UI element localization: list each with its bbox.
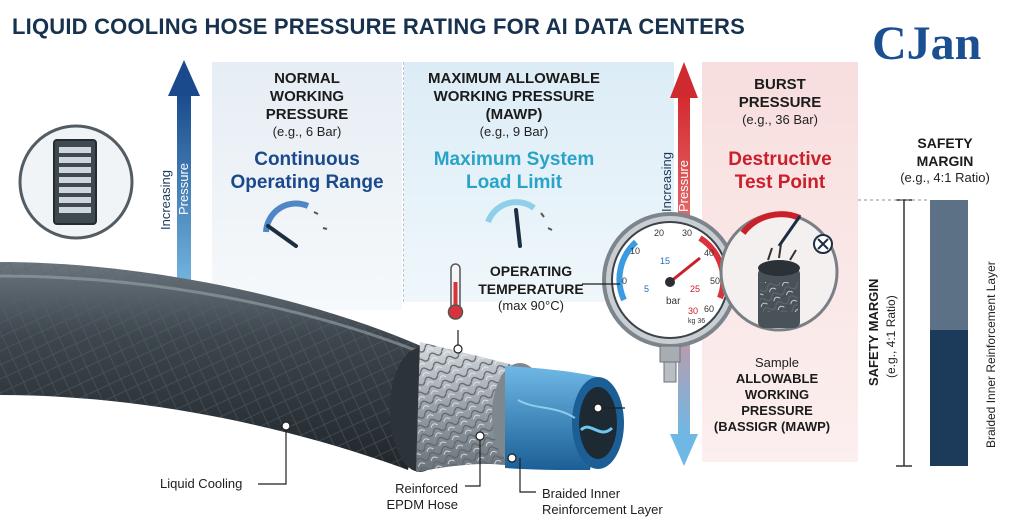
normal-example: (e.g., 6 Bar): [272, 124, 342, 139]
braid-label-1: Braided Inner: [542, 486, 621, 501]
gauge-face-labels: 0 10 20 30 40 50 60 5 15 25 30 bar kg 36: [604, 214, 736, 346]
pressure-gauge-icon: [602, 212, 738, 383]
gauge-tick-10: 10: [630, 246, 641, 256]
liquid-cooling-label: Liquid Cooling: [160, 476, 243, 491]
normal-desc-1: Continuous: [254, 149, 360, 170]
gauge-small-label: kg 36: [688, 318, 706, 325]
safety-heading-1: SAFETY: [917, 135, 973, 151]
gauge-inner-25: 25: [690, 284, 701, 294]
temperature-heading-1: OPERATING: [489, 263, 573, 279]
braid-label-2: Reinforcement Layer: [542, 502, 663, 517]
burst-desc-2: Test Point: [734, 172, 826, 193]
safety-margin-bar: [858, 199, 968, 467]
axis-label-left-pressure: Pressure: [176, 162, 191, 215]
gauge-tick-30: 30: [682, 228, 693, 238]
gauge-inner-30: 30: [688, 306, 699, 316]
normal-heading-1: NORMAL: [274, 70, 340, 87]
mawp-desc-1: Maximum System: [433, 149, 595, 170]
mawp-block: MAXIMUM ALLOWABLE WORKING PRESSURE (MAWP…: [404, 70, 624, 194]
operating-temperature-block: OPERATING TEMPERATURE (max 90°C): [472, 262, 590, 314]
gauge-tick-0: 0: [622, 276, 628, 286]
brand-logo: CJan: [872, 17, 982, 70]
gauge-tick-50: 50: [710, 276, 721, 286]
gauge-tick-20: 20: [654, 228, 665, 238]
server-rack-icon: [18, 124, 134, 240]
sample-line-3: WORKING: [744, 387, 810, 402]
mawp-heading-3: (MAWP): [485, 106, 543, 123]
divider-line: [403, 62, 405, 302]
epdm-label-1: Reinforced: [395, 481, 458, 496]
safety-ratio-vertical: (e.g., 4:1 Ratio): [884, 295, 898, 378]
burst-desc-1: Destructive: [728, 149, 832, 170]
normal-panel-bg: [212, 62, 402, 310]
sample-line-2: ALLOWABLE: [735, 371, 819, 386]
safety-margin-vertical: SAFETY MARGIN: [866, 278, 881, 386]
mawp-example: (e.g., 9 Bar): [479, 124, 549, 139]
safety-margin-block: SAFETY MARGIN (e.g., 4:1 Ratio): [870, 134, 1020, 186]
sample-mawp-block: Sample ALLOWABLE WORKING PRESSURE (BASSI…: [712, 355, 842, 435]
leader-lines: [258, 283, 625, 493]
cooling-hose-illustration: [0, 262, 624, 472]
sample-line-5: (BASSIGR (MAWP): [713, 419, 831, 434]
normal-heading-3: PRESSURE: [265, 106, 349, 123]
burst-test-icon: [719, 211, 839, 332]
burst-example: (e.g., 36 Bar): [742, 112, 818, 127]
sample-line-4: PRESSURE: [741, 403, 813, 418]
temperature-heading-2: TEMPERATURE: [478, 281, 584, 297]
safety-heading-2: MARGIN: [916, 153, 974, 169]
axis-label-right-increasing: Increasing: [659, 152, 674, 212]
burst-heading-2: PRESSURE: [738, 94, 822, 111]
braided-inner-label: Braided Inner Reinforcement Layer: [542, 486, 663, 518]
mawp-heading-1: MAXIMUM ALLOWABLE: [428, 70, 600, 87]
safety-ratio: (e.g., 4:1 Ratio): [900, 170, 990, 185]
burst-block: BURST PRESSURE (e.g., 36 Bar) Destructiv…: [702, 76, 858, 194]
normal-heading-2: WORKING: [269, 88, 345, 105]
mawp-heading-2: WORKING PRESSURE: [433, 88, 595, 105]
dial-mawp-icon: [485, 199, 553, 248]
temperature-note: (max 90°C): [498, 298, 564, 313]
page-title: LIQUID COOLING HOSE PRESSURE RATING FOR …: [12, 14, 745, 39]
sample-line-1: Sample: [754, 355, 800, 370]
gauge-tick-40: 40: [704, 248, 715, 258]
dial-normal-icon: [263, 200, 328, 248]
gauge-inner-5: 5: [644, 284, 650, 294]
thermometer-icon: [447, 263, 464, 320]
gauge-tick-60: 60: [704, 304, 715, 314]
epdm-label-2: EPDM Hose: [386, 497, 458, 512]
increasing-pressure-arrow-left: [168, 60, 200, 310]
epdm-hose-label: Reinforced EPDM Hose: [380, 481, 458, 513]
burst-heading-1: BURST: [754, 76, 806, 93]
mawp-desc-2: Load Limit: [465, 172, 563, 193]
axis-label-right-pressure: Pressure: [676, 159, 691, 212]
normal-desc-2: Operating Range: [230, 172, 384, 193]
axis-label-left-increasing: Increasing: [158, 170, 173, 230]
gauge-inner-15: 15: [660, 256, 671, 266]
normal-pressure-block: NORMAL WORKING PRESSURE (e.g., 6 Bar) Co…: [212, 70, 402, 194]
braided-layer-vertical: Braided Inner Reinforcement Layer: [984, 261, 998, 448]
gauge-unit: bar: [666, 296, 681, 307]
